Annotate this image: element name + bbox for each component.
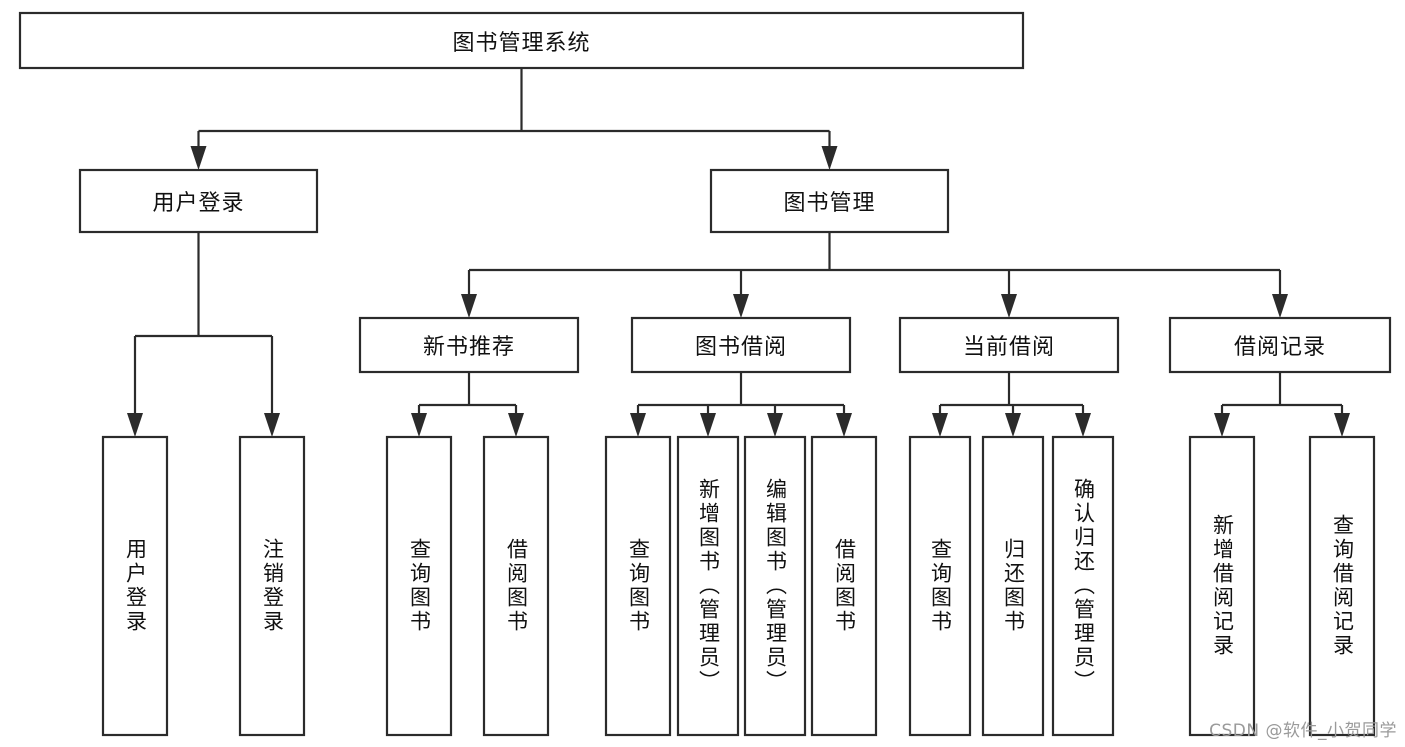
node-box-leaf_8[interactable] [908, 435, 972, 737]
node-box-leaf_6[interactable] [743, 435, 807, 737]
node-box-leaf_11[interactable] [1188, 435, 1256, 737]
arrow-head-icon [1214, 413, 1230, 437]
node-box-leaf_12[interactable] [1308, 435, 1376, 737]
arrow-head-icon [700, 413, 716, 437]
arrow-head-icon [1334, 413, 1350, 437]
nodes-layer [18, 11, 1392, 737]
arrow-head-icon [508, 413, 524, 437]
arrow-head-icon [767, 413, 783, 437]
arrow-head-icon [264, 413, 280, 437]
arrow-head-icon [461, 294, 477, 318]
arrow-head-icon [190, 146, 207, 170]
node-box-leaf_1[interactable] [238, 435, 306, 737]
arrow-head-icon [1005, 413, 1021, 437]
arrow-head-icon [836, 413, 852, 437]
node-box-leaf_2[interactable] [385, 435, 453, 737]
node-box-leaf_10[interactable] [1051, 435, 1115, 737]
edges-layer [127, 68, 1350, 437]
node-box-leaf_0[interactable] [101, 435, 169, 737]
node-box-l3_0[interactable] [358, 316, 580, 374]
node-box-l3_3[interactable] [1168, 316, 1392, 374]
arrow-head-icon [821, 146, 838, 170]
arrow-head-icon [733, 294, 749, 318]
node-box-root[interactable] [18, 11, 1025, 70]
node-box-l2_1[interactable] [709, 168, 950, 234]
node-box-leaf_7[interactable] [810, 435, 878, 737]
node-box-leaf_4[interactable] [604, 435, 672, 737]
node-box-l3_2[interactable] [898, 316, 1120, 374]
arrow-head-icon [127, 413, 143, 437]
arrow-head-icon [411, 413, 427, 437]
node-box-l3_1[interactable] [630, 316, 852, 374]
arrow-head-icon [1075, 413, 1091, 437]
arrow-head-icon [630, 413, 646, 437]
node-box-l2_0[interactable] [78, 168, 319, 234]
arrow-head-icon [1001, 294, 1017, 318]
node-box-leaf_9[interactable] [981, 435, 1045, 737]
arrow-head-icon [932, 413, 948, 437]
arrow-head-icon [1272, 294, 1288, 318]
node-box-leaf_5[interactable] [676, 435, 740, 737]
node-box-leaf_3[interactable] [482, 435, 550, 737]
